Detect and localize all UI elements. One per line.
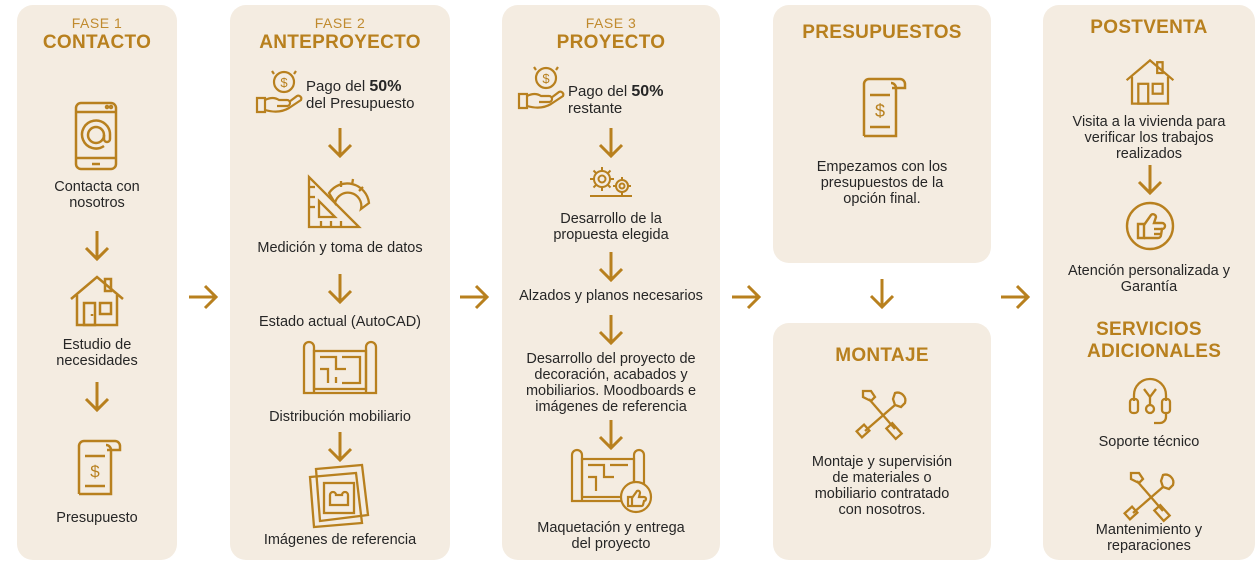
budgets-card: PRESUPUESTOS $ Empezamos con los presupu… — [773, 5, 991, 263]
ruler-protractor-icon — [307, 174, 371, 229]
invoice-icon: $ — [862, 77, 907, 138]
payment-prefix: Pago del — [306, 78, 370, 95]
extra-title: SERVICIOS ADICIONALES — [1087, 319, 1222, 362]
step-layout: Distribución mobiliario — [269, 409, 411, 425]
step-budget: Presupuesto — [56, 510, 138, 526]
phase-label: FASE 2 — [314, 15, 366, 31]
house-icon — [70, 275, 124, 327]
step-elevations: Alzados y planos necesarios — [519, 288, 703, 304]
blueprint-icon — [302, 340, 378, 395]
postsale-title: POSTVENTA — [1090, 17, 1208, 38]
svg-text:$: $ — [280, 75, 288, 90]
payment-hand-icon: $ — [255, 70, 303, 114]
tools-icon — [1122, 471, 1175, 523]
step-needs: Estudio de necesidades — [56, 337, 138, 369]
phase-label: FASE 1 — [71, 15, 123, 31]
tools-icon — [854, 389, 907, 441]
arrow-down-icon — [327, 274, 353, 305]
postsale-card: POSTVENTA Visita a la vivienda para veri… — [1043, 5, 1255, 560]
arrow-down-icon — [598, 420, 624, 451]
payment-hand-icon: $ — [517, 66, 565, 110]
blueprint-thumbs-up-icon — [570, 448, 653, 514]
phase2-card: FASE 2 ANTEPROYECTO $ Pago del 50% del P… — [230, 5, 450, 560]
svg-text:$: $ — [875, 101, 885, 121]
arrow-right-icon — [1001, 284, 1031, 310]
gears-icon — [590, 167, 632, 197]
payment-text: Pago del 50% restante — [568, 83, 708, 117]
phase-title: CONTACTO — [42, 32, 152, 53]
arrow-down-icon — [84, 231, 110, 262]
phase-title: PROYECTO — [556, 32, 666, 53]
payment-suffix: del Presupuesto — [306, 95, 415, 112]
arrow-right-icon — [732, 284, 762, 310]
payment-text: Pago del 50% del Presupuesto — [306, 78, 446, 112]
assembly-text: Montaje y supervisión de materiales o mo… — [811, 454, 953, 518]
arrow-down-icon — [327, 432, 353, 463]
step-development: Desarrollo del proyecto de decoración, a… — [525, 351, 697, 415]
step-support: Soporte técnico — [1098, 434, 1200, 450]
payment-prefix: Pago del — [568, 83, 632, 100]
thumbs-up-icon — [1125, 201, 1175, 251]
step-delivery: Maquetación y entrega del proyecto — [537, 520, 685, 552]
arrow-right-icon — [189, 284, 219, 310]
phase-label: FASE 3 — [585, 15, 637, 31]
payment-amount: 50% — [369, 78, 402, 95]
payment-amount: 50% — [631, 83, 664, 100]
arrow-down-icon — [598, 128, 624, 159]
svg-text:$: $ — [542, 71, 550, 86]
assembly-card: MONTAJE Montaje y supervisión de materia… — [773, 323, 991, 560]
step-proposal: Desarrollo de la propuesta elegida — [553, 211, 669, 243]
svg-text:$: $ — [90, 462, 100, 481]
step-maintenance: Mantenimiento y reparaciones — [1095, 522, 1203, 554]
phase3-card: FASE 3 PROYECTO $ Pago del 50% restante … — [502, 5, 720, 560]
step-references: Imágenes de referencia — [263, 532, 417, 548]
budgets-title: PRESUPUESTOS — [802, 22, 962, 43]
arrow-right-icon — [460, 284, 490, 310]
step-autocad: Estado actual (AutoCAD) — [259, 314, 421, 330]
picture-frame-icon — [308, 463, 370, 529]
headset-icon — [1128, 377, 1172, 425]
arrow-down-icon — [84, 382, 110, 413]
step-contact: Contacta con nosotros — [54, 179, 140, 211]
arrow-down-icon — [869, 279, 895, 310]
phase-title: ANTEPROYECTO — [259, 32, 421, 53]
payment-suffix: restante — [568, 100, 623, 117]
arrow-down-icon — [327, 128, 353, 159]
arrow-down-icon — [1137, 165, 1163, 196]
arrow-down-icon — [598, 315, 624, 346]
arrow-down-icon — [598, 252, 624, 283]
step-visit: Visita a la vivienda para verificar los … — [1072, 114, 1226, 162]
budgets-text: Empezamos con los presupuestos de la opc… — [816, 159, 948, 207]
invoice-icon: $ — [77, 439, 122, 496]
assembly-title: MONTAJE — [835, 345, 929, 366]
smartphone-icon — [74, 101, 118, 171]
house-icon — [1125, 58, 1175, 105]
phase1-card: FASE 1 CONTACTO Contacta con nosotros Es… — [17, 5, 177, 560]
step-warranty: Atención personalizada y Garantía — [1067, 263, 1231, 295]
step-measure: Medición y toma de datos — [257, 240, 423, 256]
